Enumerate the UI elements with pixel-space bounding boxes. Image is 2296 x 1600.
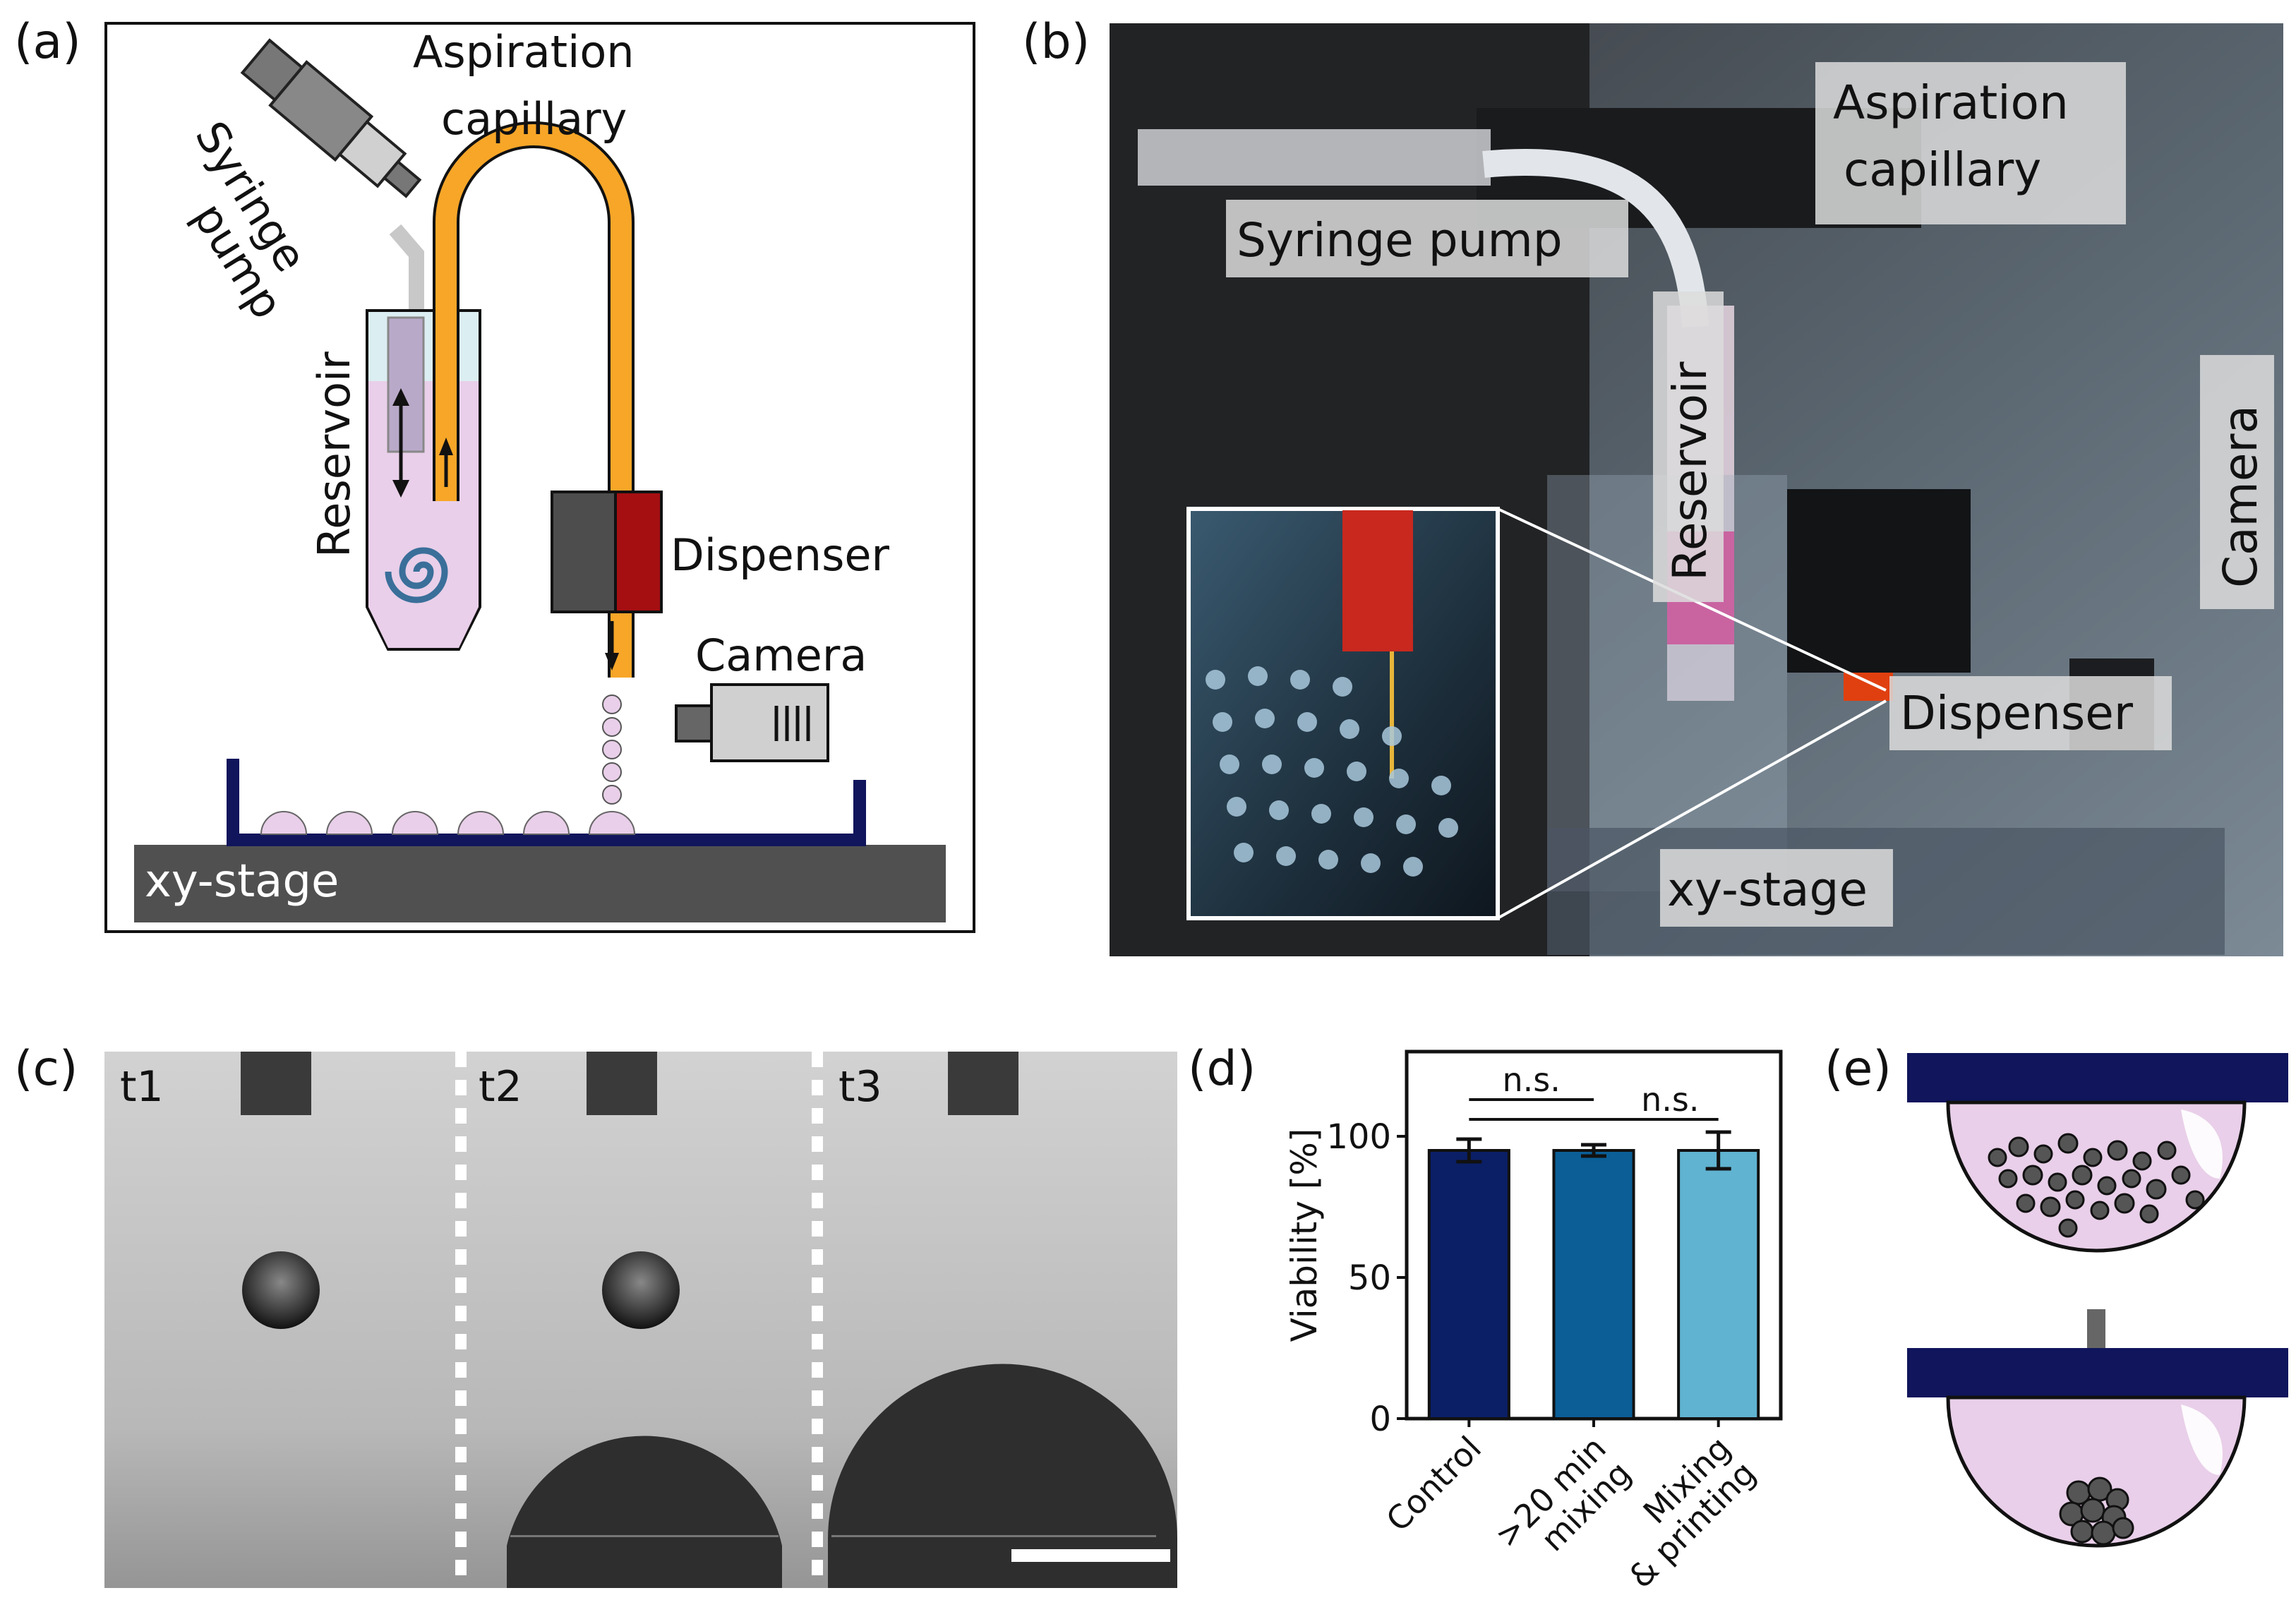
dispersed-cells xyxy=(1988,1133,2205,1238)
panel-label-a: (a) xyxy=(14,14,81,70)
photo-reservoir-label: Reservoir xyxy=(1663,361,1717,581)
xy-stage-block xyxy=(134,845,946,922)
reservoir-label: Reservoir xyxy=(308,351,360,558)
mixing-swirl-icon xyxy=(385,547,448,603)
deposited-drop-t2 xyxy=(507,1436,782,1588)
nozzle-t1 xyxy=(241,1052,311,1115)
panel-label-e: (e) xyxy=(1825,1041,1892,1097)
frame-label-t3: t3 xyxy=(839,1062,882,1112)
frame-label-t2: t2 xyxy=(479,1062,522,1112)
aspiration-label-line1: Aspiration xyxy=(413,26,635,78)
spheroid-aggregate xyxy=(2059,1476,2134,1546)
y-tick-label-1: 50 xyxy=(1348,1258,1391,1298)
x-tick-label-2: Mixing& printing xyxy=(1597,1429,1763,1588)
nozzle-t2 xyxy=(587,1052,657,1115)
aspiration-label-line2: capillary xyxy=(441,93,627,145)
panel-c-droplet-sequence: t1 t2 t3 xyxy=(104,1052,1177,1588)
culture-dish xyxy=(227,759,866,846)
panel-label-c: (c) xyxy=(14,1041,78,1097)
photo-aspiration-line1: Aspiration xyxy=(1833,76,2069,130)
photo-stage-label: xy-stage xyxy=(1667,862,1868,917)
x-tick-label-0: Control xyxy=(1378,1429,1489,1539)
y-axis-label: Viability [%] xyxy=(1284,1129,1325,1342)
syringe-pump-icon xyxy=(240,38,422,198)
bar-1 xyxy=(1552,1149,1635,1420)
y-tick-label-2: 100 xyxy=(1326,1117,1391,1157)
deposited-drop-t3 xyxy=(828,1364,1177,1588)
camera-icon xyxy=(675,683,829,762)
well-bottom xyxy=(1946,1395,2247,1548)
droplet-t2 xyxy=(602,1251,680,1329)
dispenser-body xyxy=(551,491,617,613)
plate-bottom xyxy=(1907,1348,2288,1397)
plate-top xyxy=(1907,1053,2288,1102)
panel-a-frame xyxy=(104,22,975,933)
photo-dispenser-label: Dispenser xyxy=(1900,686,2134,740)
sig-label-1: n.s. xyxy=(1641,1081,1699,1119)
droplet-t1 xyxy=(242,1251,320,1329)
xy-stage-label: xy-stage xyxy=(145,855,339,908)
nozzle-t3 xyxy=(948,1052,1018,1115)
panel-label-b: (b) xyxy=(1022,14,1090,70)
deposited-droplets xyxy=(260,811,636,835)
panel-e-aggregation-schematic xyxy=(1907,1053,2288,1548)
sig-label-0: n.s. xyxy=(1502,1061,1560,1099)
x-tick-label-1: >20 minmixing xyxy=(1487,1429,1638,1580)
inset-droplet-array xyxy=(1206,666,1458,877)
photo-camera-label: Camera xyxy=(2213,405,2268,588)
frame-label-t1: t1 xyxy=(120,1062,164,1112)
bar-2 xyxy=(1677,1149,1760,1420)
photo-aspiration-line2: capillary xyxy=(1844,143,2041,197)
camera-label: Camera xyxy=(695,630,867,681)
y-tick-label-0: 0 xyxy=(1369,1400,1391,1439)
dispenser-label: Dispenser xyxy=(671,529,890,581)
bar-0 xyxy=(1427,1149,1510,1420)
panel-b-photo: Aspiration capillary Syringe pump Reserv… xyxy=(1110,23,2283,956)
falling-droplets xyxy=(602,694,622,805)
scale-bar xyxy=(1011,1549,1170,1562)
panel-label-d: (d) xyxy=(1188,1041,1256,1097)
reservoir-piston xyxy=(387,316,425,453)
panel-a-schematic: xy-stage xyxy=(104,22,975,933)
photo-syringe-label: Syringe pump xyxy=(1237,213,1563,267)
